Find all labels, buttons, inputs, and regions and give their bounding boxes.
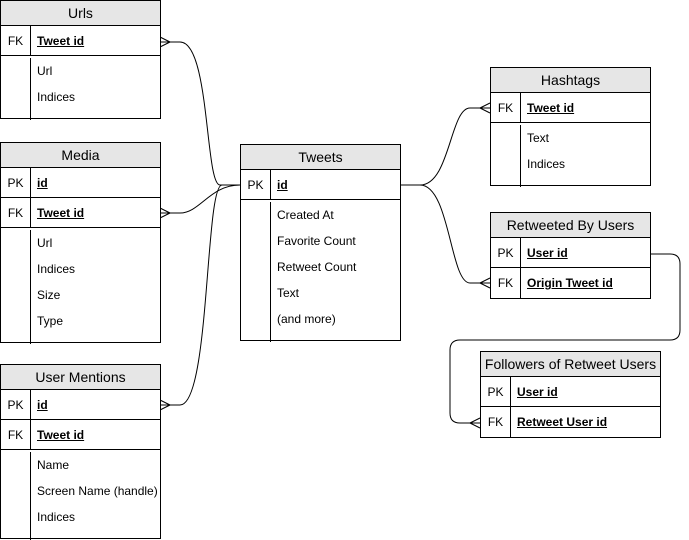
edge-tweets-user-mentions [160, 184, 240, 406]
attribute: Created At [277, 208, 334, 222]
key-type: FK [1, 420, 31, 449]
entity-tweets[interactable]: Tweets PK id Created At Favorite Count R… [240, 144, 401, 342]
key-row: FK Origin Tweet id [491, 268, 650, 298]
attribute-list: Name Screen Name (handle) Indices [1, 452, 160, 540]
key-field: id [277, 177, 288, 192]
key-row: PK id [241, 170, 400, 200]
attribute: Indices [37, 262, 76, 276]
attribute: Url [37, 236, 53, 250]
entity-media[interactable]: Media PK id FK Tweet id Url Indices Size… [0, 142, 161, 344]
key-field: id [37, 175, 48, 190]
entity-title: Urls [1, 1, 160, 26]
key-row: PK id [1, 390, 160, 420]
attribute: Size [37, 288, 61, 302]
key-field: Origin Tweet id [527, 276, 613, 290]
key-field: User id [527, 245, 568, 260]
crowsfoot-retweeted-by-users [479, 277, 491, 289]
key-row: PK User id [491, 238, 650, 268]
key-type: FK [481, 407, 511, 437]
attribute: Url [37, 64, 53, 78]
key-row: FK Tweet id [1, 26, 160, 56]
attribute-list: Url Indices [1, 58, 160, 120]
attribute: (and more) [277, 312, 336, 326]
attribute: Type [37, 314, 64, 328]
key-type: FK [491, 268, 521, 298]
entity-hashtags[interactable]: Hashtags FK Tweet id Text Indices [490, 67, 651, 187]
crowsfoot-followers [469, 417, 481, 429]
attribute: Retweet Count [277, 260, 357, 274]
attribute: Screen Name (handle) [37, 484, 158, 498]
crowsfoot-hashtags [479, 102, 491, 114]
attribute-list: Created At Favorite Count Retweet Count … [241, 202, 400, 342]
key-type: FK [1, 198, 31, 227]
crowsfoot-user-mentions [159, 399, 171, 411]
entity-user-mentions[interactable]: User Mentions PK id FK Tweet id Name Scr… [0, 364, 161, 540]
key-field: Tweet id [37, 33, 85, 48]
key-type: PK [1, 168, 31, 197]
key-type: PK [1, 390, 31, 419]
attribute-list: Url Indices Size Type [1, 230, 160, 344]
key-row: FK Tweet id [1, 420, 160, 450]
key-type: FK [491, 93, 521, 122]
attribute: Name [37, 458, 70, 472]
key-row: PK id [1, 168, 160, 198]
entity-retweeted-by-users[interactable]: Retweeted By Users PK User id FK Origin … [490, 212, 651, 299]
attribute: Text [527, 131, 550, 145]
entity-title: Tweets [241, 145, 400, 170]
edge-tweets-retweeted-by-users [400, 184, 490, 284]
edge-tweets-hashtags [400, 107, 490, 186]
entity-title: Followers of Retweet Users [481, 352, 660, 377]
key-field: Tweet id [37, 205, 85, 220]
key-row: FK Retweet User id [481, 407, 660, 437]
entity-title: Media [1, 143, 160, 168]
key-type: PK [491, 238, 521, 267]
attribute: Indices [527, 157, 566, 171]
attribute-list: Text Indices [491, 125, 650, 187]
key-field: Tweet id [37, 427, 85, 442]
entity-title: Retweeted By Users [491, 213, 650, 238]
entity-followers-of-retweet-users[interactable]: Followers of Retweet Users PK User id FK… [480, 351, 661, 438]
key-type: PK [481, 377, 511, 406]
crowsfoot-urls [159, 36, 171, 48]
key-field: Retweet User id [517, 415, 608, 429]
attribute: Text [277, 286, 300, 300]
key-type: FK [1, 26, 31, 55]
key-field: id [37, 397, 48, 412]
key-row: PK User id [481, 377, 660, 407]
attribute: Favorite Count [277, 234, 356, 248]
key-field: Tweet id [527, 100, 575, 115]
entity-title: User Mentions [1, 365, 160, 390]
key-type: PK [241, 170, 271, 199]
attribute: Indices [37, 510, 76, 524]
key-row: FK Tweet id [1, 198, 160, 228]
attribute: Indices [37, 90, 76, 104]
crowsfoot-media [159, 207, 171, 219]
entity-urls[interactable]: Urls FK Tweet id Url Indices [0, 0, 161, 120]
entity-title: Hashtags [491, 68, 650, 93]
key-row: FK Tweet id [491, 93, 650, 123]
edge-tweets-media [160, 184, 241, 214]
key-field: User id [517, 384, 558, 399]
